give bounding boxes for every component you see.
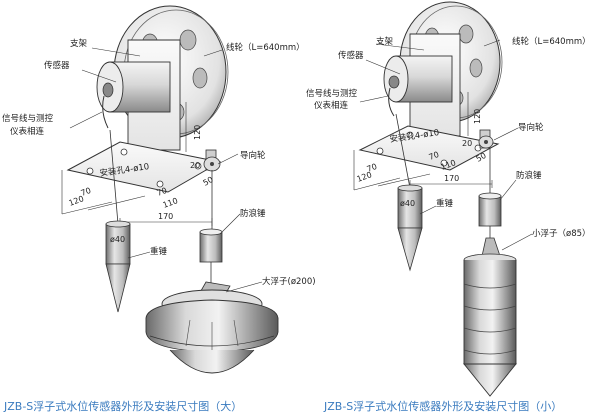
small-float: [463, 237, 517, 397]
bracket-label: 支架: [376, 36, 394, 47]
dim-50: 50: [475, 151, 488, 164]
dim-70-left: 70: [366, 162, 379, 174]
diagram-small: 支架 传感器 信号线与测控 仪表相连 线轮（L=640mm） 导向轮 安装孔4-…: [306, 1, 591, 413]
float-label: 大浮子(ø200): [262, 276, 316, 287]
bracket-label: 支架: [70, 38, 88, 49]
large-float: [145, 281, 279, 374]
dim-70-right: 70: [428, 150, 441, 162]
signal-line-label-1: 信号线与测控: [2, 113, 54, 124]
anti-wave-hammer: [199, 228, 223, 263]
signal-line-label-2: 仪表相连: [314, 100, 349, 111]
guide-wheel-label: 导向轮: [240, 150, 266, 161]
sensor-label: 传感器: [44, 60, 70, 71]
wheel-label: 线轮（L=640mm）: [226, 42, 305, 53]
dim-70-right: 70: [156, 186, 169, 198]
base-plate: [358, 125, 500, 171]
dim-110: 110: [162, 196, 179, 210]
dim-120-vertical: 120: [193, 125, 202, 140]
dim-170: 170: [444, 174, 459, 183]
diagram-large: 支架 传感器 信号线与测控 仪表相连 线轮（L=640mm） 导向轮 安装孔4-…: [2, 5, 316, 413]
dim-120-left: 120: [356, 170, 373, 184]
dim-70-left: 70: [80, 186, 93, 198]
dim-170: 170: [158, 212, 173, 221]
leader-lines: [359, 39, 533, 251]
hammer-wire: [109, 129, 119, 225]
heavy-hammer-label: 重锤: [436, 198, 454, 209]
anti-wave-label: 防浪锤: [240, 208, 266, 219]
anti-wave-label: 防浪锤: [516, 170, 542, 181]
guide-wheel: [203, 149, 221, 172]
wheel-label: 线轮（L=640mm）: [512, 36, 591, 47]
dim-40: ø40: [110, 235, 125, 244]
heavy-hammer: [105, 220, 131, 313]
anti-wave-hammer: [478, 192, 502, 227]
signal-line-label-2: 仪表相连: [10, 126, 45, 137]
hammer-wire: [395, 113, 411, 189]
sensor-cylinder: [96, 61, 171, 129]
sensor-label: 传感器: [338, 50, 364, 61]
dim-20: 20: [190, 161, 200, 170]
dim-120-left: 120: [68, 194, 85, 208]
leader-lines: [69, 47, 263, 293]
sensor-cylinder: [383, 55, 453, 117]
dim-50: 50: [202, 175, 215, 188]
heavy-hammer-label: 重锤: [150, 246, 168, 257]
float-label: 小浮子（ø85）: [532, 228, 591, 239]
dim-120-vertical: 120: [473, 109, 482, 124]
caption-small: JZB-S浮子式水位传感器外形及安装尺寸图（小）: [323, 399, 562, 413]
dim-20: 20: [462, 139, 472, 148]
signal-line-label-1: 信号线与测控: [306, 88, 358, 99]
dim-40: ø40: [400, 199, 415, 208]
caption-large: JZB-S浮子式水位传感器外形及安装尺寸图（大）: [3, 399, 242, 413]
guide-wheel: [478, 129, 494, 149]
heavy-hammer: [397, 184, 423, 272]
guide-wheel-label: 导向轮: [518, 122, 544, 133]
dimension-lines: [353, 92, 493, 191]
